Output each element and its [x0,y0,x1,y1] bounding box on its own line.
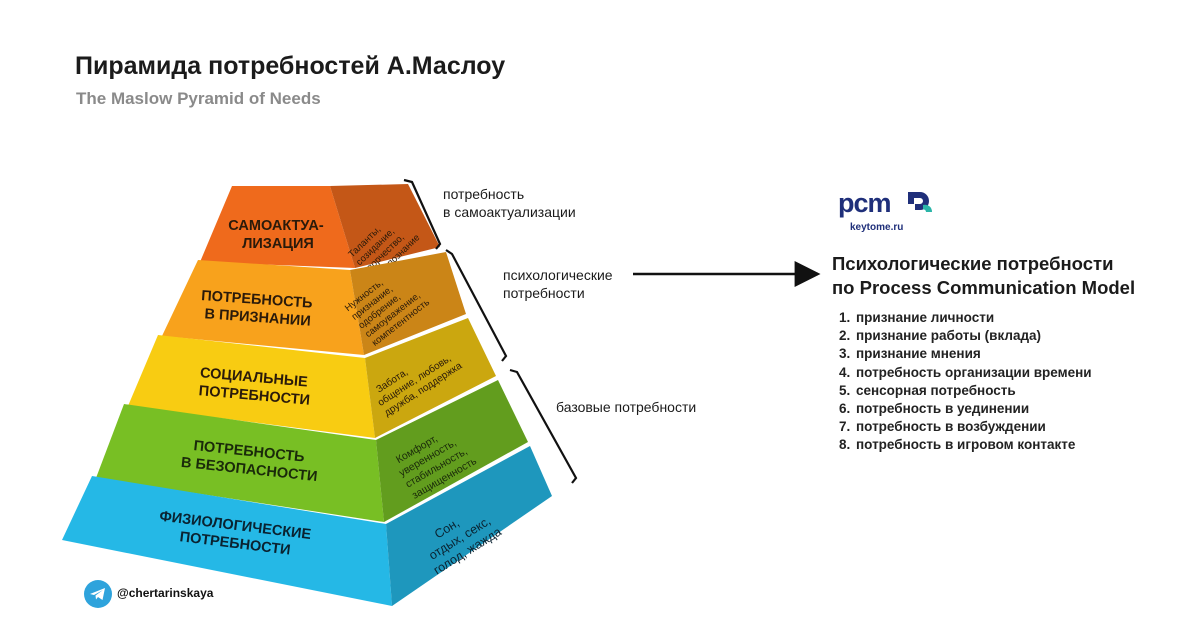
level-side-face [350,252,466,355]
level-side-face [330,184,440,268]
pcm-logo-mark-icon [908,192,933,212]
label-line: в самоактуализации [443,204,576,220]
telegram-icon [84,580,112,608]
page-title: Пирамида потребностей А.Маслоу [75,52,506,80]
level-side-face [365,318,496,438]
list-item: сенсорная потребность [854,382,1092,400]
pyramid-level-social: СОЦИАЛЬНЫЕ ПОТРЕБНОСТИ Забота, общение, … [128,318,496,438]
level-side-face [386,446,552,606]
label-line: потребности [503,285,585,301]
pcm-logo: pcm [838,188,938,238]
level-front-face [96,404,384,522]
bracket-self-actualization [403,178,442,250]
level-side-text: Сон, отдых, секс, голод, жажда [415,499,504,577]
list-item: потребность в игровом контакте [854,436,1092,454]
pcm-heading: Психологические потребности по Process C… [832,252,1135,300]
pyramid-level-esteem: ПОТРЕБНОСТЬ В ПРИЗНАНИИ Нужность, призна… [162,252,466,355]
level-name: САМОАКТУА- ЛИЗАЦИЯ [228,218,327,252]
label-line: потребность [443,186,525,202]
pyramid-level-safety: ПОТРЕБНОСТЬ В БЕЗОПАСНОСТИ Комфорт, увер… [96,380,528,522]
pcm-heading-line: Психологические потребности [832,253,1114,274]
list-item: признание мнения [854,345,1092,363]
label-basic: базовые потребности [556,399,697,415]
level-name: ПОТРЕБНОСТЬ В ПРИЗНАНИИ [199,288,317,330]
label-psychological: психологические потребности [503,266,613,302]
bracket-basic [509,368,578,484]
list-item: потребность в возбуждении [854,418,1092,436]
pyramid-level-physiological: ФИЗИОЛОГИЧЕСКИЕ ПОТРЕБНОСТИ Сон, отдых, … [62,446,552,606]
list-item: потребность организации времени [854,364,1092,382]
level-front-face [62,476,392,606]
author-handle[interactable]: @chertarinskaya [117,586,214,600]
pcm-heading-line: по Process Communication Model [832,277,1136,298]
pcm-logo-text: pcm [838,188,892,218]
label-line: психологические [503,267,613,283]
level-front-face [128,335,375,438]
list-item: признание личности [854,309,1092,327]
list-item: потребность в уединении [854,400,1092,418]
list-item: признание работы (вклада) [854,327,1092,345]
bracket-psychological [445,249,508,362]
level-front-face [162,260,364,355]
pcm-site: keytome.ru [850,222,904,233]
pcm-needs-list: признание личности признание работы (вкл… [832,309,1092,455]
paper-plane-icon [90,588,105,600]
label-self-actualization: потребность в самоактуализации [443,185,576,221]
level-side-face [376,380,528,522]
page-subtitle: The Maslow Pyramid of Needs [76,89,321,108]
level-front-face [200,186,355,268]
